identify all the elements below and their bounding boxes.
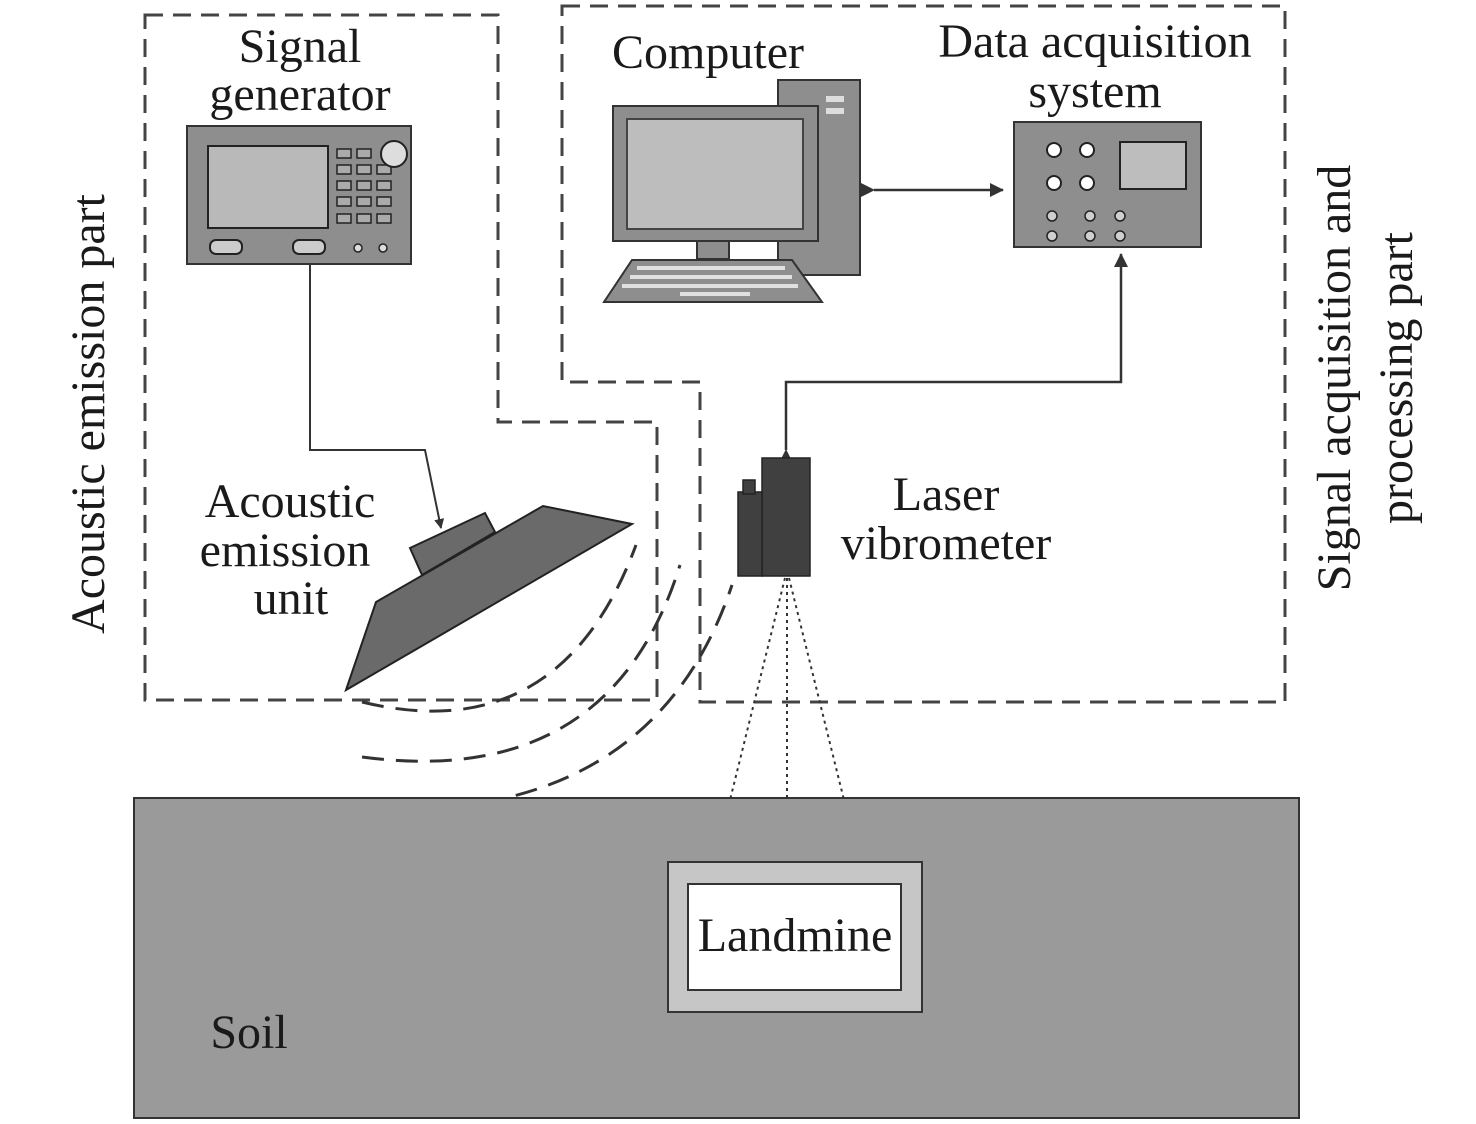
daq-label: Data acquisition: [938, 15, 1251, 68]
laser-vibrometer-label: vibrometer: [841, 517, 1052, 570]
data-acquisition-system: [1013, 121, 1202, 248]
signal-acquisition-part-boundary: [560, 4, 1287, 704]
signal-generator-port: [353, 243, 363, 253]
generator-to-emitter-cable: [309, 264, 445, 529]
computer-label: Computer: [612, 26, 804, 79]
acoustic-emission-unit-label: Acoustic: [205, 475, 376, 528]
signal-generator: [186, 125, 412, 265]
laser-vibrometer-label: Laser: [893, 468, 1000, 521]
laser-beams: [729, 577, 845, 801]
acoustic-emission-part-label: Acoustic emission part: [62, 193, 115, 634]
acoustic-emission-part-boundary: [143, 13, 659, 702]
signal-generator-label: Signal: [239, 20, 362, 73]
laser-vibrometer: [737, 457, 811, 577]
daq-screen: [1119, 141, 1187, 190]
signal-generator-port: [378, 243, 388, 253]
signal-acquisition-part-label: Signal acquisition and: [1308, 165, 1361, 592]
daq-label: system: [1028, 65, 1161, 118]
signal-generator-button: [209, 239, 243, 255]
acoustic-emission-unit-label: unit: [254, 572, 329, 625]
signal-generator-label: generator: [209, 68, 390, 121]
signal-generator-screen: [207, 145, 329, 229]
acoustic-emission-unit: [344, 504, 635, 693]
signal-generator-keypad: [336, 148, 392, 224]
signal-generator-button: [292, 239, 326, 255]
computer: [602, 79, 861, 303]
soil-label: Soil: [210, 1006, 287, 1059]
signal-acquisition-part-label: processing part: [1370, 231, 1423, 524]
vibrometer-daq-link: [779, 253, 1128, 463]
acoustic-emission-unit-label: emission: [200, 524, 371, 577]
landmine-label: Landmine: [698, 909, 893, 962]
signal-generator-knob: [380, 140, 408, 168]
landmine: [667, 861, 923, 1013]
